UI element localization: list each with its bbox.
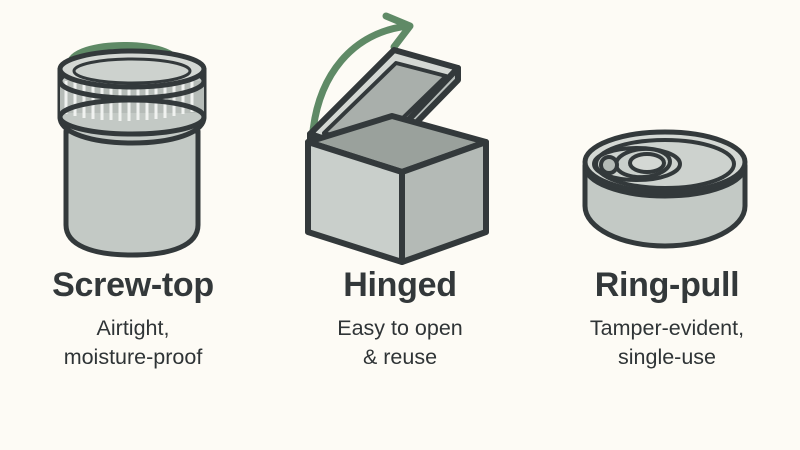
jar-cap: [57, 48, 207, 146]
subtitle-line: & reuse: [362, 344, 438, 369]
subtitle-line: Airtight,: [96, 316, 170, 340]
ring-pull-illustration: [534, 0, 800, 268]
column-screw-top: Screw-top Airtight, moisture-proof: [0, 0, 266, 450]
hinged-box-icon: [305, 12, 489, 265]
caption-screw-top: Screw-top Airtight, moisture-proof: [0, 268, 266, 371]
caption-hinged: Hinged Easy to open & reuse: [267, 268, 533, 371]
pull-tab-icon: [592, 146, 682, 182]
screw-top-illustration: [0, 0, 266, 268]
screw-top-jar-icon: [57, 42, 207, 258]
title-hinged: Hinged: [343, 266, 457, 304]
subtitle-line: single-use: [618, 344, 716, 369]
subtitle-ring-pull: Tamper-evident, single-use: [534, 308, 800, 371]
subtitle-screw-top: Airtight, moisture-proof: [0, 308, 266, 371]
title-ring-pull: Ring-pull: [594, 266, 740, 304]
title-screw-top: Screw-top: [52, 266, 214, 304]
subtitle-hinged: Easy to open & reuse: [267, 308, 533, 371]
hinged-illustration: [267, 0, 533, 268]
jar-body: [63, 128, 201, 258]
ring-pull-can-icon: [582, 129, 748, 249]
column-ring-pull: Ring-pull Tamper-evident, single-use: [534, 0, 800, 450]
box-body: [305, 113, 489, 265]
lift-arrow-icon: [308, 12, 414, 146]
column-hinged: Hinged Easy to open & reuse: [267, 0, 533, 450]
subtitle-line: Tamper-evident,: [589, 316, 745, 340]
subtitle-line: Easy to open: [337, 316, 463, 340]
subtitle-line: moisture-proof: [63, 344, 203, 369]
rivet-icon: [599, 155, 619, 175]
caption-ring-pull: Ring-pull Tamper-evident, single-use: [534, 268, 800, 371]
